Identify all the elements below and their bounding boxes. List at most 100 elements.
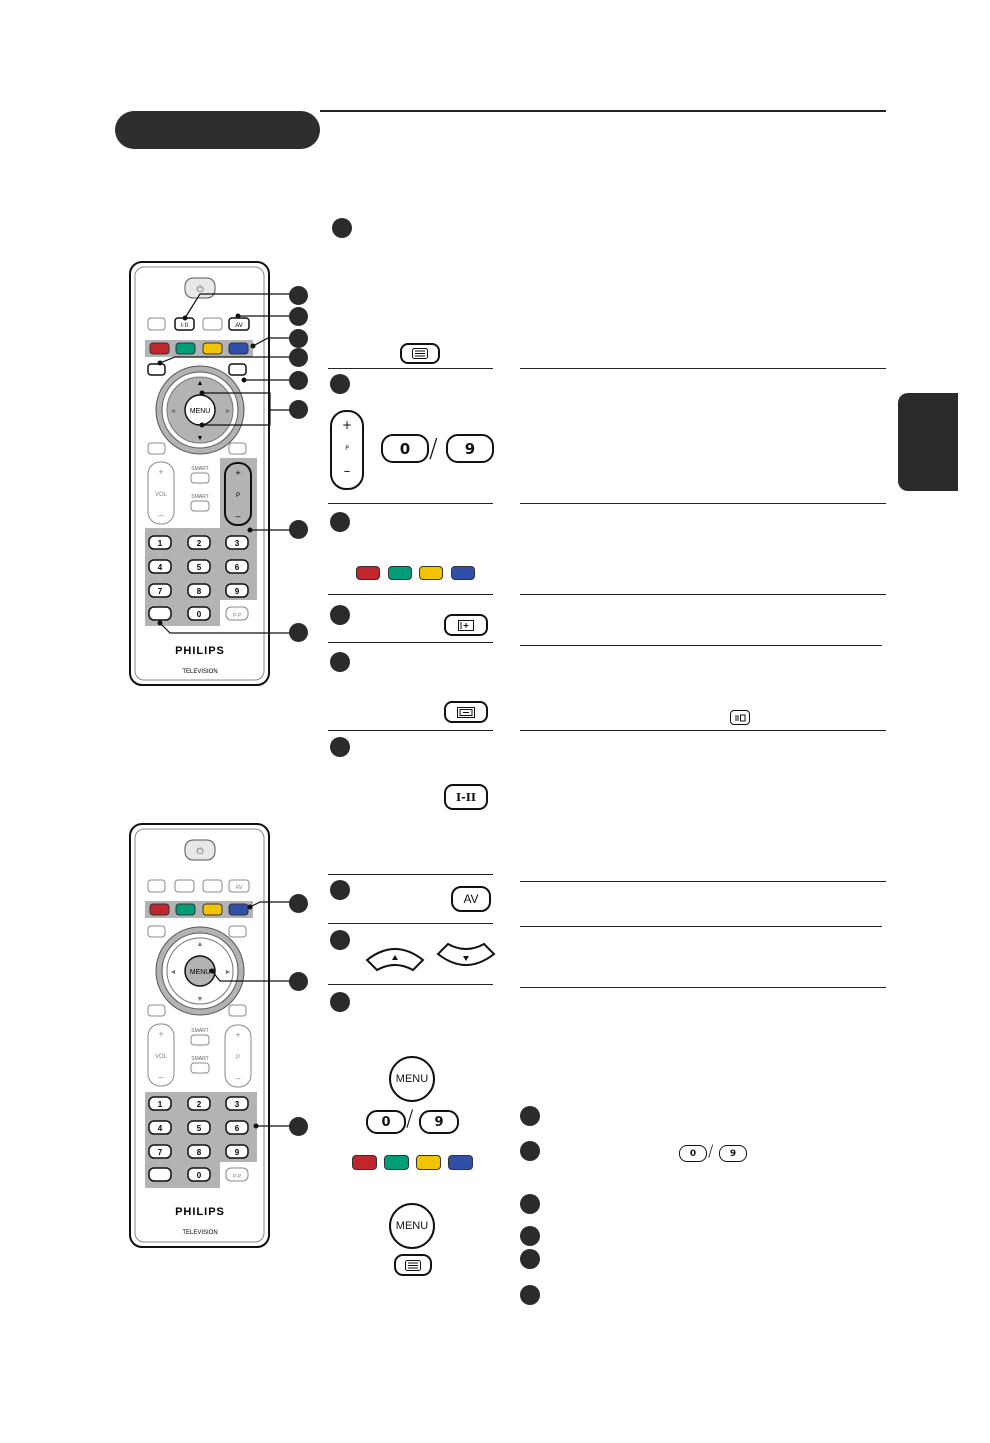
row-rule-left-7 xyxy=(328,923,493,924)
row-rule-right-6 xyxy=(520,881,886,882)
row-dot-program xyxy=(330,374,350,394)
row-dot-dual-sound xyxy=(330,737,350,757)
svg-text:⏻: ⏻ xyxy=(196,846,203,856)
callout-dot-top-1 xyxy=(289,286,308,305)
callout-dot-top-2 xyxy=(289,307,308,326)
svg-text:P: P xyxy=(236,1055,240,1061)
svg-text:PHILIPS: PHILIPS xyxy=(175,645,225,657)
svg-text:SMART: SMART xyxy=(191,494,208,500)
svg-text:▼: ▼ xyxy=(197,996,204,1003)
cursor-down-key-icon xyxy=(436,942,496,966)
svg-text:VOL: VOL xyxy=(155,492,168,498)
step-dot-6 xyxy=(520,1285,540,1305)
svg-text:0: 0 xyxy=(197,1171,202,1180)
blue-key-icon-2 xyxy=(448,1155,473,1170)
row-rule-left-4 xyxy=(328,642,493,643)
svg-text:P: P xyxy=(236,493,240,499)
step-digit-slash: / xyxy=(708,1141,714,1160)
svg-text:TELEVISION: TELEVISION xyxy=(182,669,217,675)
svg-text:4: 4 xyxy=(158,563,163,572)
svg-text:3: 3 xyxy=(235,1100,240,1109)
svg-text:▲: ▲ xyxy=(197,380,204,387)
row-rule-left-8 xyxy=(328,984,493,985)
callout-lines-top xyxy=(157,293,290,634)
svg-text:4: 4 xyxy=(158,1124,163,1133)
row-rule-right-7 xyxy=(520,926,882,927)
step-dot-2 xyxy=(520,1141,540,1161)
callout-dot-bottom-2 xyxy=(289,972,308,991)
svg-text:▼: ▼ xyxy=(197,435,204,442)
row-dot-color-keys xyxy=(330,512,350,532)
row-dot-cursor xyxy=(330,930,350,950)
callout-dot-top-5 xyxy=(289,371,308,390)
section-intro-dot xyxy=(332,218,352,238)
step-dot-1 xyxy=(520,1106,540,1126)
svg-text:–: – xyxy=(158,510,163,520)
blue-key-icon xyxy=(451,566,475,580)
svg-text:◄: ◄ xyxy=(170,969,177,976)
svg-text:AV: AV xyxy=(235,885,243,891)
svg-text:1: 1 xyxy=(158,539,163,548)
digit-zero-key-2: 0 xyxy=(366,1110,406,1134)
svg-text:P-P: P-P xyxy=(233,1174,242,1180)
svg-text:I·II: I·II xyxy=(181,323,188,329)
callout-dot-bottom-1 xyxy=(289,894,308,913)
red-key-icon-2 xyxy=(352,1155,377,1170)
program-rocker-label: P xyxy=(345,445,349,452)
digit-nine-key-2: 9 xyxy=(419,1110,459,1134)
yellow-key-icon-2 xyxy=(416,1155,441,1170)
section-heading-pill xyxy=(115,111,320,149)
svg-text:7: 7 xyxy=(158,1148,163,1157)
svg-text:–: – xyxy=(235,511,240,521)
row-rule-left-3 xyxy=(328,594,493,595)
svg-text:8: 8 xyxy=(197,1148,202,1157)
green-key-icon xyxy=(388,566,412,580)
svg-text:2: 2 xyxy=(197,1100,202,1109)
inline-format-icon xyxy=(730,710,750,725)
header-rule xyxy=(320,110,886,112)
yellow-key-icon xyxy=(419,566,443,580)
callout-dot-top-7 xyxy=(289,520,308,539)
svg-text:7: 7 xyxy=(158,587,163,596)
row-rule-right-1 xyxy=(520,368,886,369)
menu-key-icon: MENU xyxy=(389,1056,435,1102)
step-digit-zero-key: 0 xyxy=(679,1145,707,1162)
callout-dot-top-8 xyxy=(289,623,308,642)
red-key-icon xyxy=(356,566,380,580)
svg-text:3: 3 xyxy=(235,539,240,548)
row-rule-right-3 xyxy=(520,594,886,595)
svg-text:+: + xyxy=(158,467,163,477)
svg-text:SMART: SMART xyxy=(191,1056,208,1062)
svg-text:8: 8 xyxy=(197,587,202,596)
row-dot-av xyxy=(330,880,350,900)
dual-sound-key-icon: I-II xyxy=(444,784,488,810)
screen-format-key-icon xyxy=(444,701,488,723)
callout-lines-bottom xyxy=(209,901,290,1129)
row-rule-left-6 xyxy=(328,874,493,875)
row-dot-screen xyxy=(330,652,350,672)
svg-text:+: + xyxy=(158,1029,163,1039)
digit-range-slash: / xyxy=(429,434,438,464)
svg-text:2: 2 xyxy=(197,539,202,548)
remote-control-bottom: ⏻ AV MENU ▲ ▼ ◄ ► + VOL – SMART SMART + … xyxy=(129,823,270,1248)
svg-text:VOL: VOL xyxy=(155,1054,168,1060)
step-dot-5 xyxy=(520,1249,540,1269)
row-rule-right-5 xyxy=(520,730,886,731)
green-key-icon-2 xyxy=(384,1155,409,1170)
digit-range-slash-2: / xyxy=(406,1107,414,1132)
menu-key-icon-2: MENU xyxy=(389,1203,435,1249)
svg-text:►: ► xyxy=(225,969,232,976)
program-rocker-icon: + P – xyxy=(330,410,364,490)
digit-zero-key: 0 xyxy=(381,434,429,463)
svg-text:5: 5 xyxy=(197,563,202,572)
step-dot-3 xyxy=(520,1194,540,1214)
svg-text:►: ► xyxy=(225,408,232,415)
svg-text:6: 6 xyxy=(235,1124,240,1133)
svg-text:–: – xyxy=(235,1073,240,1083)
av-key-icon: AV xyxy=(451,886,491,912)
svg-text:9: 9 xyxy=(235,587,240,596)
callout-dot-top-4 xyxy=(289,348,308,367)
svg-text:MENU: MENU xyxy=(190,408,211,415)
svg-text:5: 5 xyxy=(197,1124,202,1133)
svg-text:▲: ▲ xyxy=(197,941,204,948)
